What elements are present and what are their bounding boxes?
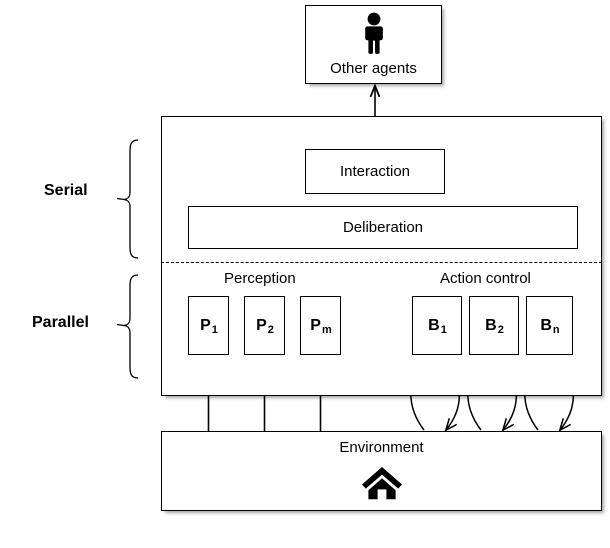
interaction-node[interactable]: Interaction — [305, 149, 445, 194]
environment-label: Environment — [339, 439, 424, 456]
serial-brace-label: Serial — [44, 182, 88, 199]
serial-parallel-divider — [161, 262, 602, 263]
module-sub: 2 — [497, 323, 504, 336]
house-icon — [361, 467, 402, 500]
deliberation-label: Deliberation — [342, 219, 424, 236]
module-base: B — [428, 316, 440, 334]
action-control-group-label: Action control — [440, 270, 531, 287]
serial-brace — [116, 139, 139, 259]
module-sub: m — [321, 323, 332, 336]
module-base: P — [310, 316, 321, 334]
environment-node[interactable]: Environment — [161, 431, 602, 511]
module-base: B — [540, 316, 552, 334]
module-sub: n — [552, 323, 560, 336]
parallel-brace-label: Parallel — [32, 314, 89, 331]
module-base: P — [256, 316, 267, 334]
person-icon — [364, 12, 383, 54]
deliberation-node[interactable]: Deliberation — [188, 206, 578, 249]
module-sub: 1 — [211, 323, 218, 336]
interaction-label: Interaction — [339, 163, 411, 180]
other-agents-label: Other agents — [330, 60, 417, 77]
module-base: B — [485, 316, 497, 334]
other-agents-node[interactable]: Other agents — [305, 5, 442, 84]
module-base: P — [200, 316, 211, 334]
perception-group-label: Perception — [224, 270, 296, 287]
parallel-brace — [116, 274, 139, 379]
module-sub: 1 — [440, 323, 447, 336]
module-sub: 2 — [267, 323, 274, 336]
